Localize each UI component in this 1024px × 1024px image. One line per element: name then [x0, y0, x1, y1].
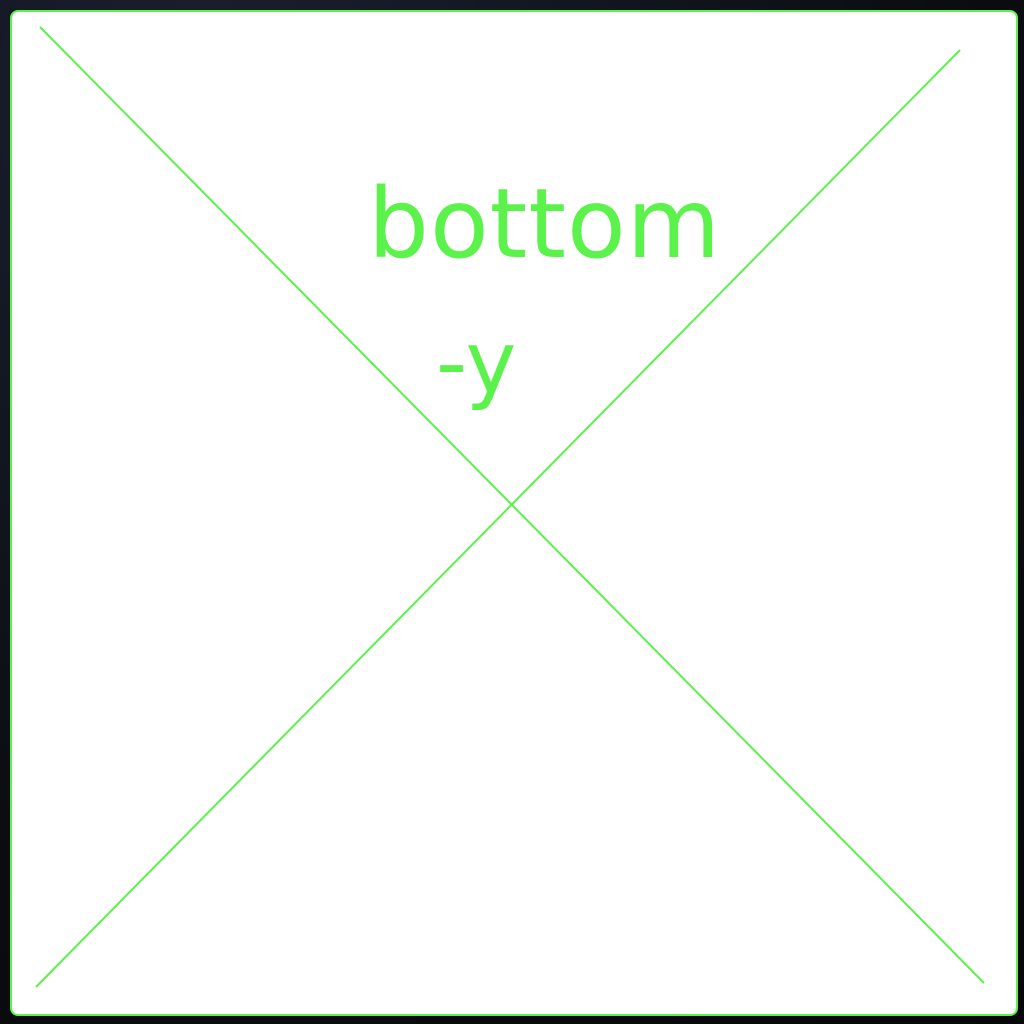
face-axis-label: -y — [436, 313, 517, 413]
face-name-label: bottom — [368, 168, 722, 280]
cube-face-panel — [10, 10, 1018, 1016]
